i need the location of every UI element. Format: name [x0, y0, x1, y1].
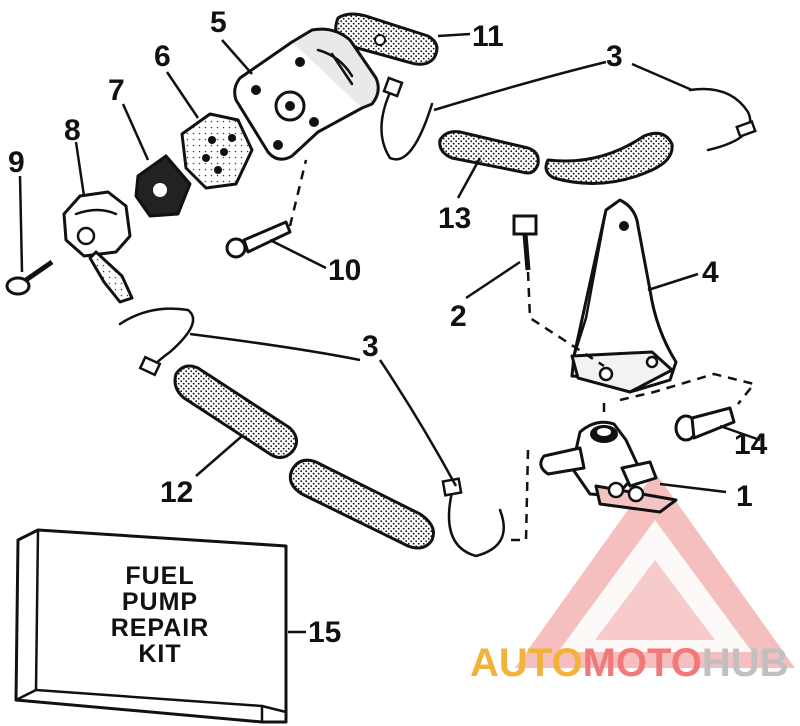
part-14-screw: [619, 372, 757, 442]
part-1-fuel-connector: [510, 396, 678, 542]
watermark-text-hub: HUB: [702, 641, 789, 685]
callout-3-upper: 3: [606, 40, 623, 73]
watermark-text: AUTOMOTOHUB: [470, 641, 789, 685]
callout-4: 4: [702, 256, 719, 289]
kit-label-line-4: KIT: [138, 640, 181, 668]
callout-12: 12: [160, 476, 193, 509]
part-6-diaphragm-plate: [180, 112, 254, 190]
callout-11: 11: [472, 20, 504, 53]
watermark-text-auto: AUTO: [470, 641, 583, 685]
callout-2: 2: [450, 300, 467, 333]
part-13-fuel-line: [438, 130, 674, 185]
callout-7: 7: [108, 74, 125, 107]
part-4-bracket: [570, 198, 678, 394]
part-5-pump-body: [233, 27, 380, 161]
part-3-clamp-lower: [118, 307, 505, 558]
callout-10: 10: [328, 254, 361, 287]
watermark-logo: AUTOMOTOHUB: [470, 472, 795, 685]
part-7-gasket: [134, 154, 192, 218]
part-12-fuel-line: [173, 364, 435, 550]
callout-5: 5: [210, 6, 227, 39]
leader-lines: [18, 32, 761, 634]
callout-14: 14: [734, 428, 768, 461]
callout-9: 9: [8, 146, 25, 179]
callouts: 5 6 7 8 9 11 3 13 10 2 4 3 12 1 14 15: [8, 6, 768, 649]
part-3-clamp-upper: [380, 76, 757, 161]
callout-15: 15: [308, 616, 341, 649]
kit-label-line-3: REPAIR: [111, 614, 210, 642]
watermark-text-moto: MOTO: [583, 641, 702, 685]
part-8-filter-cap: [62, 190, 134, 304]
callout-1: 1: [736, 480, 753, 513]
part-15-repair-kit-box: FUEL PUMP REPAIR KIT: [14, 528, 288, 724]
callout-8: 8: [64, 114, 81, 147]
kit-label-line-1: FUEL: [125, 562, 194, 590]
callout-3-lower: 3: [362, 330, 379, 363]
part-9-screw: [5, 259, 54, 296]
kit-label-line-2: PUMP: [122, 588, 198, 616]
callout-6: 6: [154, 40, 171, 73]
callout-13: 13: [438, 202, 471, 235]
part-10-screw: [225, 159, 308, 259]
part-2-screw: [512, 214, 605, 368]
